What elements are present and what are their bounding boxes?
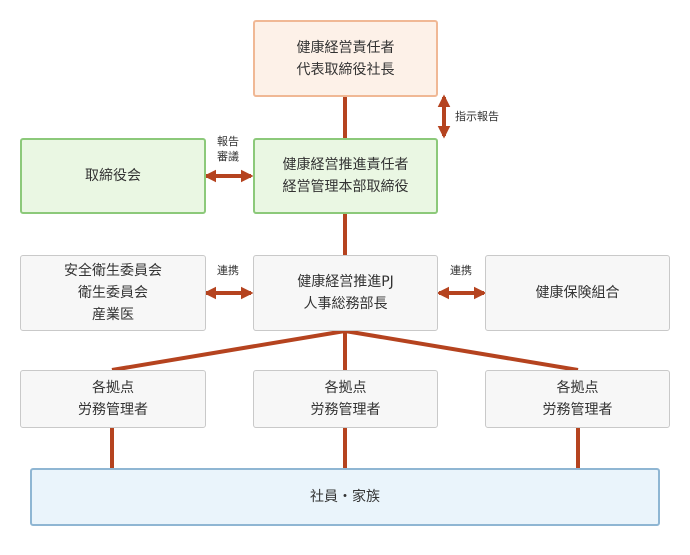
employees-families-box: 社員・家族 bbox=[30, 468, 660, 526]
site-right-line2: 労務管理者 bbox=[542, 402, 613, 418]
safety-committee-box: 安全衛生委員会 衛生委員会 産業医 bbox=[20, 255, 206, 331]
line-pj-to-site-right bbox=[344, 329, 579, 372]
site-labor-manager-box-center: 各拠点 労務管理者 bbox=[253, 370, 438, 428]
promotion-box-line1: 健康経営推進責任者 bbox=[282, 157, 409, 173]
site-center-line2: 労務管理者 bbox=[310, 402, 381, 418]
health-insurance-box: 健康保険組合 bbox=[485, 255, 670, 331]
promotion-box-line2: 経営管理本部取締役 bbox=[282, 179, 409, 195]
cooperation-label-right: 連携 bbox=[450, 264, 472, 277]
top-box-line1: 健康経営責任者 bbox=[296, 39, 395, 56]
health-management-officer-box: 健康経営責任者 代表取締役社長 bbox=[253, 20, 438, 97]
board-of-directors-box: 取締役会 bbox=[20, 138, 206, 214]
committee-box-line2: 衛生委員会 bbox=[78, 285, 148, 301]
pj-box-line2: 人事総務部長 bbox=[303, 296, 388, 312]
line-pj-to-site-left bbox=[111, 329, 346, 372]
deliberation-label: 審議 bbox=[217, 150, 239, 163]
instruction-report-label: 指示報告 bbox=[455, 110, 499, 123]
pj-box-line1: 健康経営推進PJ bbox=[297, 274, 394, 290]
report-label: 報告 bbox=[217, 135, 239, 148]
committee-box-line1: 安全衛生委員会 bbox=[64, 263, 162, 279]
top-box-line2: 代表取締役社長 bbox=[296, 61, 395, 78]
site-left-line1: 各拠点 bbox=[92, 380, 134, 396]
site-labor-manager-box-right: 各拠点 労務管理者 bbox=[485, 370, 670, 428]
site-left-line2: 労務管理者 bbox=[78, 402, 148, 418]
committee-box-line3: 産業医 bbox=[92, 307, 134, 323]
cooperation-label-left: 連携 bbox=[217, 264, 239, 277]
site-center-line1: 各拠点 bbox=[324, 380, 367, 396]
board-box-label: 取締役会 bbox=[85, 168, 141, 184]
site-labor-manager-box-left: 各拠点 労務管理者 bbox=[20, 370, 206, 428]
insurance-box-label: 健康保険組合 bbox=[535, 285, 620, 301]
employees-box-label: 社員・家族 bbox=[310, 489, 380, 505]
promotion-pj-box: 健康経営推進PJ 人事総務部長 bbox=[253, 255, 438, 331]
site-right-line1: 各拠点 bbox=[556, 380, 599, 396]
promotion-officer-box: 健康経営推進責任者 経営管理本部取締役 bbox=[253, 138, 438, 214]
